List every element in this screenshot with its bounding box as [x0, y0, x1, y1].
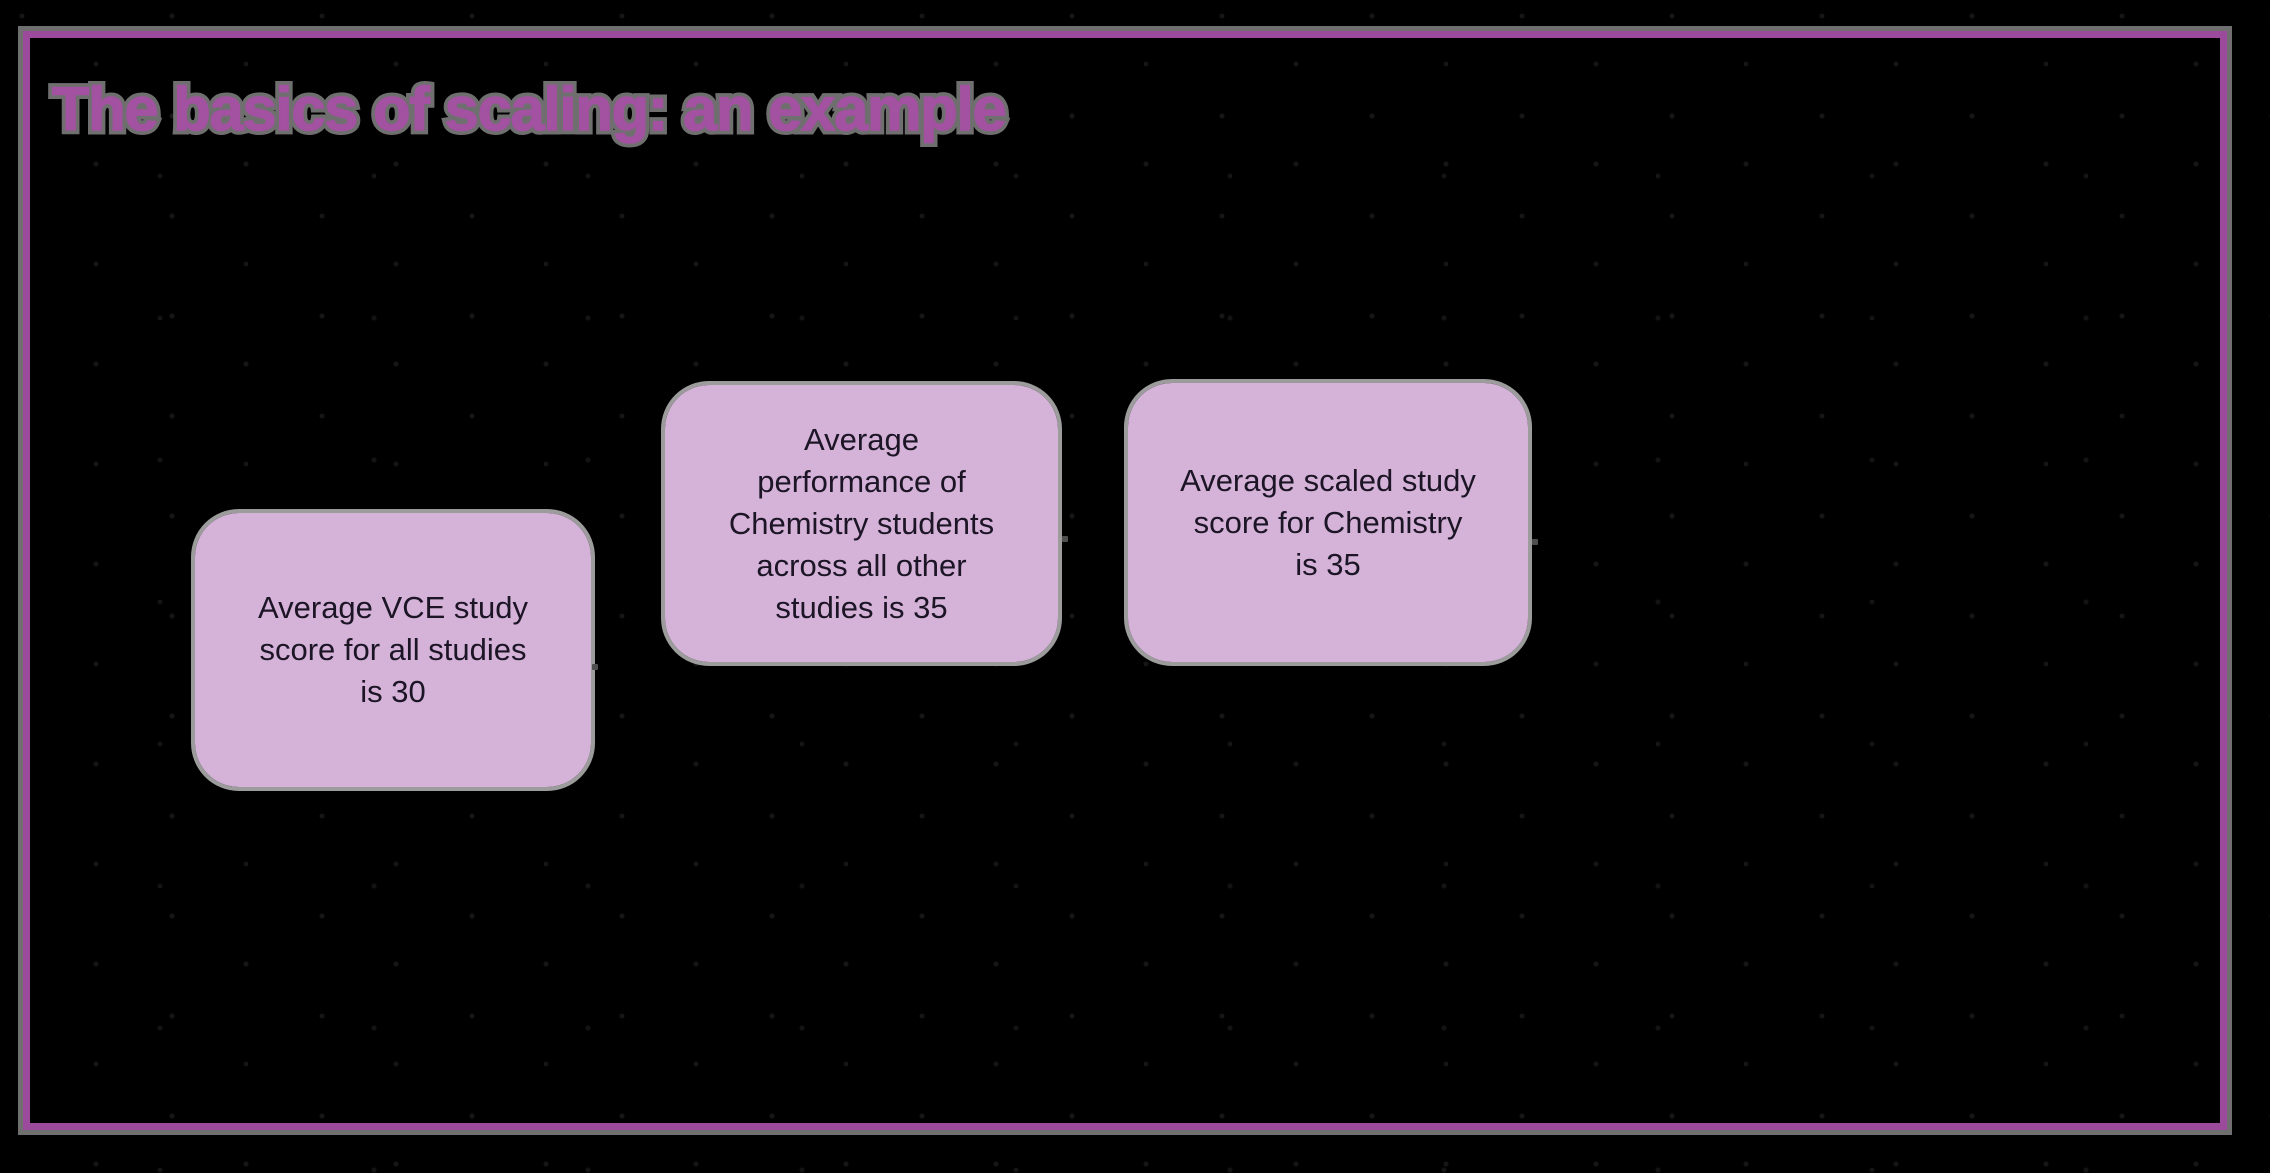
- stray-text-speck: [1062, 536, 1068, 542]
- slide-title: The basics of scaling: an example The ba…: [48, 71, 1012, 147]
- callout-average-vce-study-score: Average VCE study score for all studies …: [191, 509, 595, 791]
- callout-average-scaled-score-chemistry: Average scaled study score for Chemistry…: [1124, 379, 1532, 666]
- callout-average-performance-chemistry-text: Average performance of Chemistry student…: [728, 421, 995, 625]
- callout-average-vce-study-score-text: Average VCE study score for all studies …: [258, 590, 528, 709]
- slide-title-text: The basics of scaling: an example: [51, 75, 1007, 144]
- stray-text-speck: [1532, 539, 1538, 545]
- stray-text-speck: [592, 664, 598, 670]
- slide-border-frame: [18, 26, 2232, 1135]
- slide-title-halo: The basics of scaling: an example: [48, 71, 1012, 147]
- callout-average-scaled-score-chemistry-text: Average scaled study score for Chemistry…: [1180, 462, 1476, 582]
- callout-average-performance-chemistry: Average performance of Chemistry student…: [661, 381, 1062, 666]
